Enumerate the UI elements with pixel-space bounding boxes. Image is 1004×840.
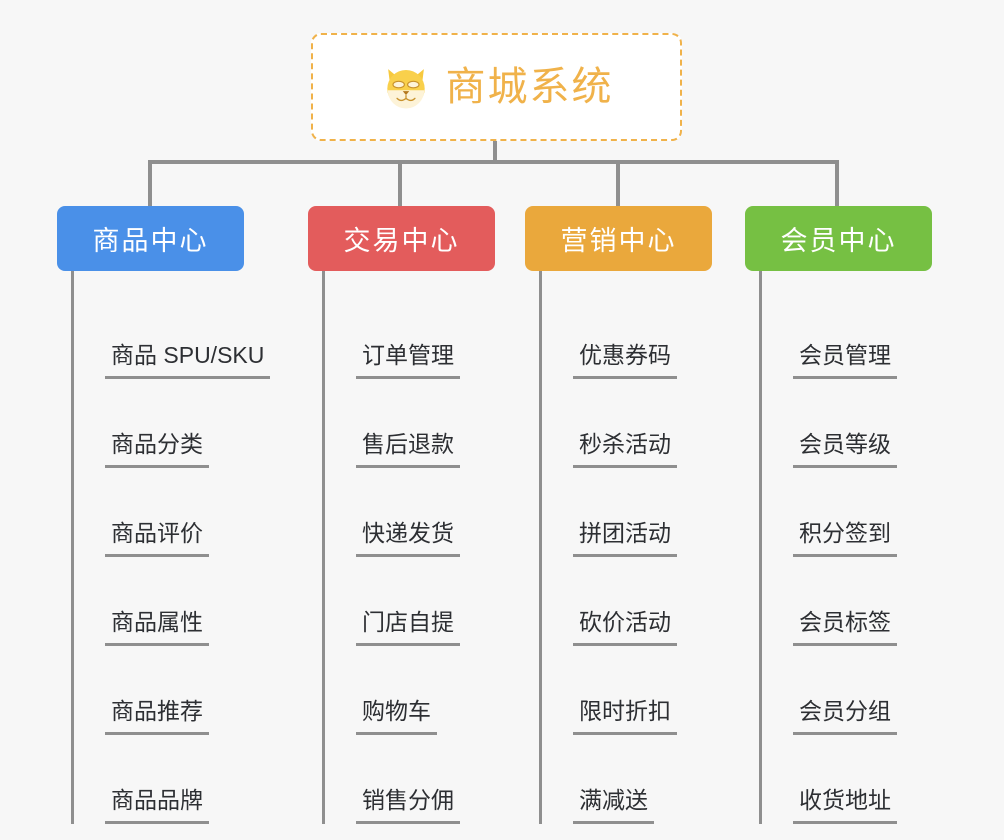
leaf-item[interactable]: 秒杀活动 bbox=[539, 379, 677, 468]
leaf-label: 拼团活动 bbox=[573, 520, 677, 557]
leaf-item[interactable]: 会员分组 bbox=[759, 646, 897, 735]
drop-connector-2 bbox=[398, 160, 402, 206]
branch-spine-1 bbox=[71, 290, 74, 824]
leaf-label: 商品属性 bbox=[105, 609, 209, 646]
leaf-label: 砍价活动 bbox=[573, 609, 677, 646]
branch-header-3[interactable]: 营销中心 bbox=[525, 206, 712, 290]
shiba-dog-face-icon bbox=[386, 69, 425, 109]
leaf-item[interactable]: 优惠券码 bbox=[539, 290, 677, 379]
leaf-label: 商品 SPU/SKU bbox=[105, 342, 271, 379]
branch-spine-2 bbox=[322, 290, 325, 824]
leaf-item[interactable]: 限时折扣 bbox=[539, 646, 677, 735]
branch-stem-2 bbox=[322, 271, 325, 290]
branch-1: 商品中心 商品 SPU/SKU 商品分类 商品评价 商品属性 商品推荐 商品品牌 bbox=[57, 206, 271, 824]
leaf-label: 门店自提 bbox=[356, 609, 460, 646]
leaf-label: 商品品牌 bbox=[105, 787, 209, 824]
leaf-label: 收货地址 bbox=[793, 787, 897, 824]
leaf-label: 商品分类 bbox=[105, 431, 209, 468]
branch-header-label-2: 交易中心 bbox=[343, 226, 460, 256]
leaf-label: 购物车 bbox=[356, 698, 437, 735]
leaf-item[interactable]: 会员等级 bbox=[759, 379, 897, 468]
leaf-label: 会员标签 bbox=[793, 609, 897, 646]
leaf-label: 优惠券码 bbox=[573, 342, 677, 379]
leaf-label: 订单管理 bbox=[356, 342, 460, 379]
leaf-item[interactable]: 砍价活动 bbox=[539, 557, 677, 646]
leaf-label: 积分签到 bbox=[793, 520, 897, 557]
leaf-item[interactable]: 商品推荐 bbox=[71, 646, 270, 735]
branch-3: 营销中心 优惠券码 秒杀活动 拼团活动 砍价活动 限时折扣 满减送 bbox=[525, 206, 712, 824]
leaf-item[interactable]: 售后退款 bbox=[322, 379, 460, 468]
leaf-item[interactable]: 积分签到 bbox=[759, 468, 897, 557]
leaf-item[interactable]: 门店自提 bbox=[322, 557, 460, 646]
leaf-item[interactable]: 商品品牌 bbox=[71, 735, 270, 824]
leaf-label: 秒杀活动 bbox=[573, 431, 677, 468]
branch-header-label-1: 商品中心 bbox=[92, 226, 209, 256]
leaf-item[interactable]: 拼团活动 bbox=[539, 468, 677, 557]
branch-stem-3 bbox=[539, 271, 542, 290]
leaf-label: 会员等级 bbox=[793, 431, 897, 468]
leaf-label: 商品推荐 bbox=[105, 698, 209, 735]
leaf-list-1: 商品 SPU/SKU 商品分类 商品评价 商品属性 商品推荐 商品品牌 bbox=[71, 290, 271, 824]
leaf-item[interactable]: 快递发货 bbox=[322, 468, 460, 557]
leaf-label: 会员管理 bbox=[793, 342, 897, 379]
leaf-list-3: 优惠券码 秒杀活动 拼团活动 砍价活动 限时折扣 满减送 bbox=[539, 290, 677, 824]
horizontal-bus-connector bbox=[148, 160, 839, 164]
leaf-label: 会员分组 bbox=[793, 698, 897, 735]
root-node[interactable]: 商城系统 bbox=[311, 33, 682, 141]
branch-header-4[interactable]: 会员中心 bbox=[745, 206, 932, 290]
branch-header-1[interactable]: 商品中心 bbox=[57, 206, 244, 290]
root-title: 商城系统 bbox=[445, 65, 614, 109]
leaf-item[interactable]: 商品评价 bbox=[71, 468, 270, 557]
leaf-label: 商品评价 bbox=[105, 520, 209, 557]
leaf-item[interactable]: 商品 SPU/SKU bbox=[71, 290, 271, 379]
branch-stem-1 bbox=[71, 271, 74, 290]
leaf-item[interactable]: 收货地址 bbox=[759, 735, 897, 824]
branch-stem-4 bbox=[759, 271, 762, 290]
leaf-label: 满减送 bbox=[573, 787, 654, 824]
leaf-item[interactable]: 商品分类 bbox=[71, 379, 270, 468]
leaf-label: 销售分佣 bbox=[356, 787, 460, 824]
branch-2: 交易中心 订单管理 售后退款 快递发货 门店自提 购物车 销售分佣 bbox=[308, 206, 495, 824]
branch-header-label-3: 营销中心 bbox=[560, 226, 677, 256]
leaf-label: 快递发货 bbox=[356, 520, 460, 557]
leaf-list-4: 会员管理 会员等级 积分签到 会员标签 会员分组 收货地址 bbox=[759, 290, 897, 824]
leaf-item[interactable]: 购物车 bbox=[322, 646, 460, 735]
leaf-item[interactable]: 销售分佣 bbox=[322, 735, 460, 824]
branch-spine-4 bbox=[759, 290, 762, 824]
leaf-list-2: 订单管理 售后退款 快递发货 门店自提 购物车 销售分佣 bbox=[322, 290, 460, 824]
leaf-label: 限时折扣 bbox=[573, 698, 677, 735]
drop-connector-4 bbox=[835, 160, 839, 206]
drop-connector-1 bbox=[148, 160, 152, 206]
leaf-item[interactable]: 满减送 bbox=[539, 735, 677, 824]
leaf-item[interactable]: 商品属性 bbox=[71, 557, 270, 646]
leaf-item[interactable]: 会员标签 bbox=[759, 557, 897, 646]
branch-header-2[interactable]: 交易中心 bbox=[308, 206, 495, 290]
leaf-item[interactable]: 订单管理 bbox=[322, 290, 460, 379]
root-stem-connector bbox=[493, 141, 497, 163]
leaf-label: 售后退款 bbox=[356, 431, 460, 468]
branch-spine-3 bbox=[539, 290, 542, 824]
branch-4: 会员中心 会员管理 会员等级 积分签到 会员标签 会员分组 收货地址 bbox=[745, 206, 932, 824]
branch-header-label-4: 会员中心 bbox=[780, 226, 897, 256]
leaf-item[interactable]: 会员管理 bbox=[759, 290, 897, 379]
drop-connector-3 bbox=[616, 160, 620, 206]
